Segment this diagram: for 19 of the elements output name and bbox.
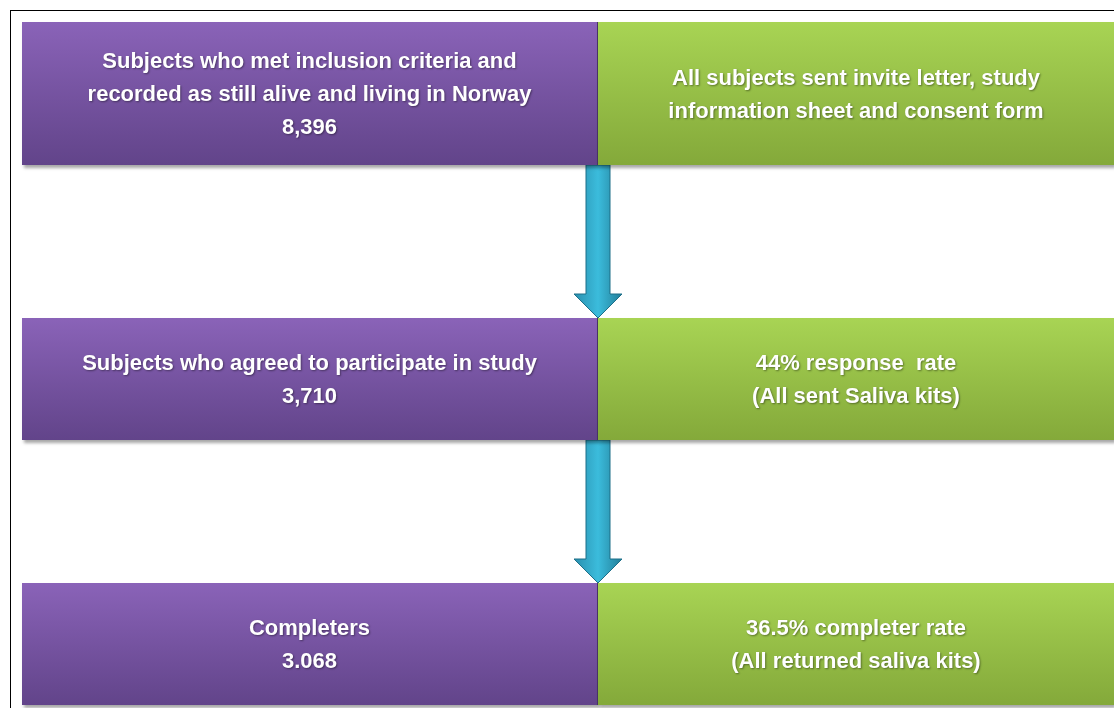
box-text: (All sent Saliva kits) [752,382,960,410]
box-text: 8,396 [281,113,338,141]
process-box [22,583,598,705]
process-box [598,22,1114,165]
box-text: 36.5% completer rate [745,614,967,642]
block-arrow [573,164,623,319]
box-text: (All returned saliva kits) [731,647,981,675]
process-box [598,583,1114,705]
process-box [22,318,598,440]
box-text: 3.068 [281,647,338,675]
block-arrow [573,439,623,584]
process-box [22,22,598,165]
box-text: All subjects sent invite letter, study information sheet and consent form [667,63,1045,125]
process-box [598,318,1114,440]
box-text: 44% response rate [755,349,957,377]
box-text: Subjects who met inclusion criteria and recorded as still alive and living in Norway [86,47,533,108]
box-text: 3,710 [281,382,338,410]
box-text: Subjects who agreed to participate in study [82,349,537,377]
box-text: Completers [248,614,370,642]
